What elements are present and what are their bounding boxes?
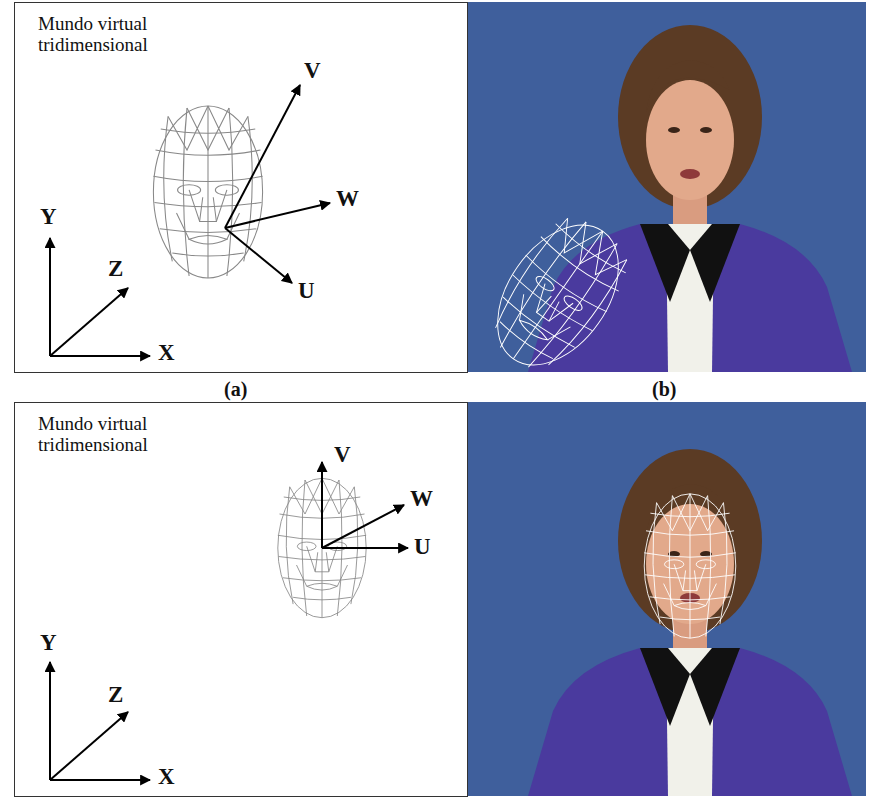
panel-label: (a) bbox=[224, 378, 247, 400]
axis-label: W bbox=[336, 186, 359, 211]
axis-label: Z bbox=[108, 682, 123, 707]
axis-label: W bbox=[410, 486, 433, 511]
axis-label: X bbox=[158, 340, 175, 365]
axis-label: U bbox=[414, 534, 431, 559]
axis-label: V bbox=[304, 58, 321, 83]
world-title: Mundo virtual tridimensional bbox=[38, 14, 178, 56]
panel-label: (b) bbox=[652, 378, 676, 400]
axis-label: U bbox=[298, 278, 315, 303]
axis-label: Y bbox=[40, 204, 57, 229]
axis-label: X bbox=[158, 764, 175, 789]
world-title: Mundo virtual tridimensional bbox=[38, 414, 178, 456]
axis-label: V bbox=[334, 442, 351, 467]
axis-label: Z bbox=[108, 256, 123, 281]
axis-label: Y bbox=[40, 630, 57, 655]
